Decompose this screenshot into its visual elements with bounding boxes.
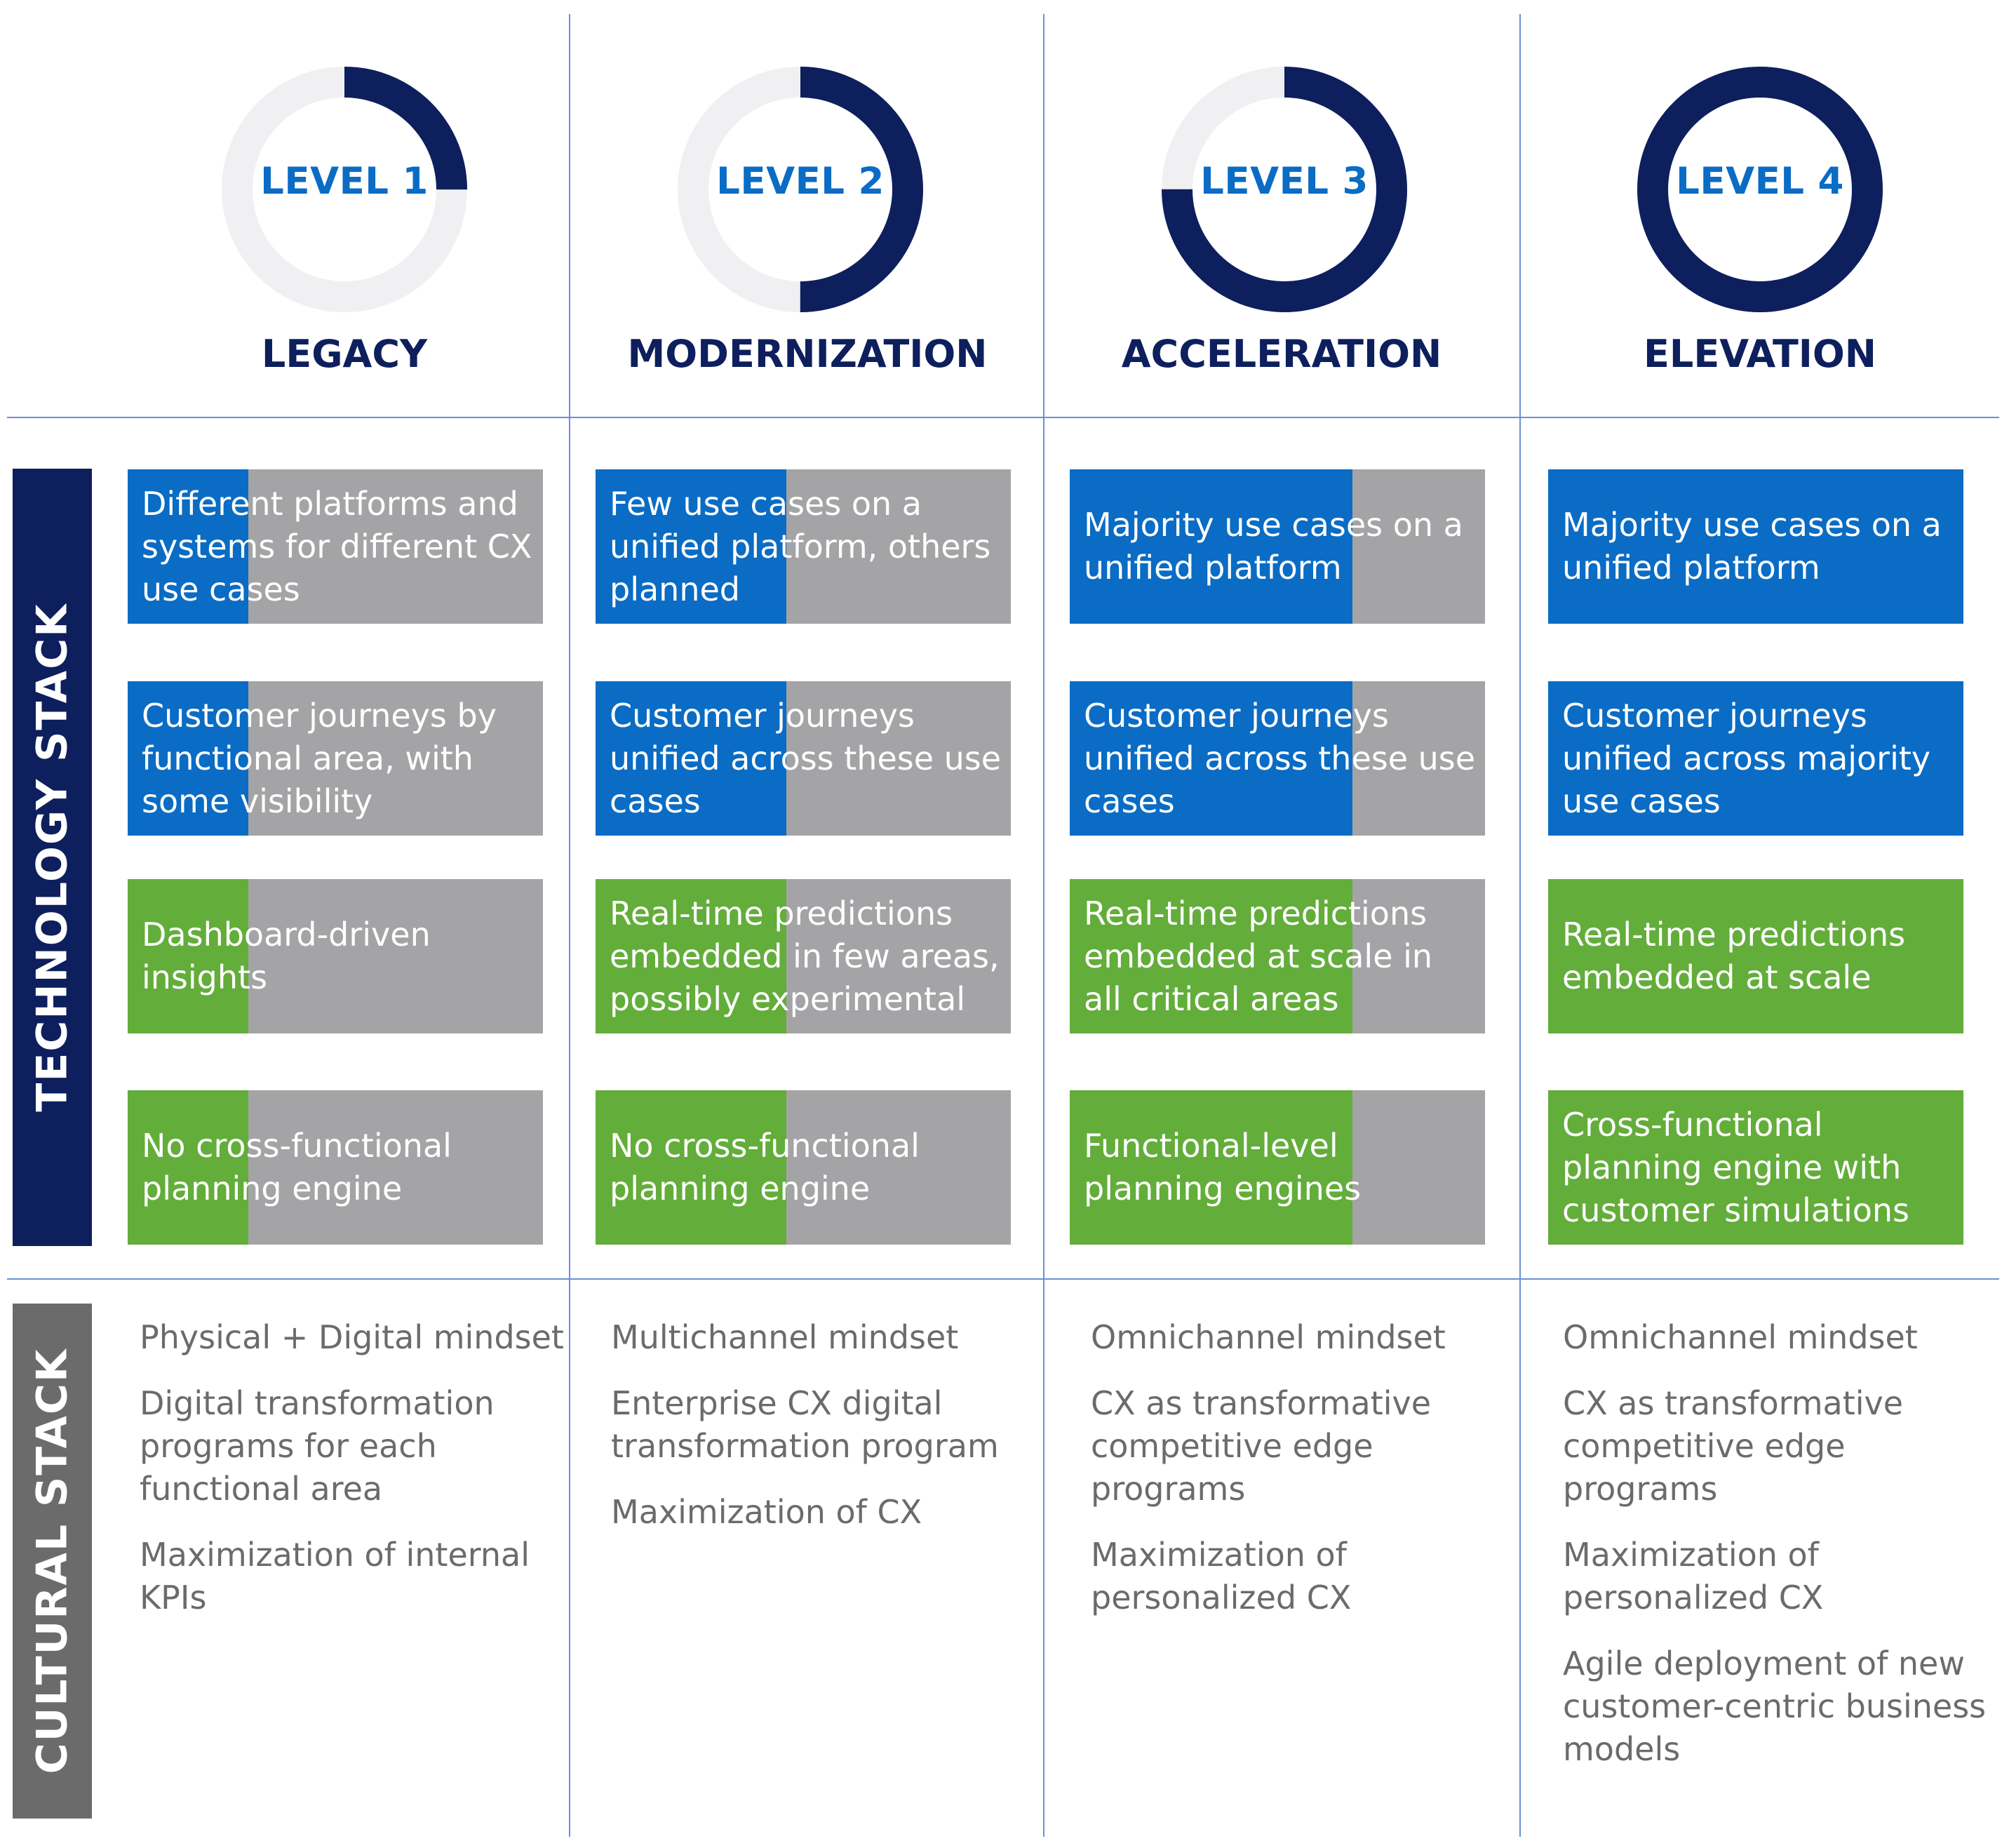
- ring-progress-arc: [678, 67, 923, 312]
- tech-box-text: Cross-functional planning engine with cu…: [1562, 1105, 1909, 1229]
- tech-box-text: Real-time predictions embedded in few ar…: [610, 894, 1000, 1018]
- stage-name-modernization: MODERNIZATION: [627, 332, 988, 376]
- box-progress-fill: [1548, 1090, 1963, 1245]
- box-progress-fill: [1070, 879, 1352, 1033]
- culture-list-2: Multichannel mindset Enterprise CX digit…: [611, 1316, 1039, 1557]
- level-label-1: LEVEL 1: [260, 160, 429, 203]
- tech-box: Functional-level planning engines: [1070, 1090, 1485, 1245]
- tech-box-text: Functional-level planning engines: [1084, 1127, 1362, 1207]
- tech-box: Customer journeys unified across these u…: [1070, 681, 1485, 836]
- cultural-stack-band: CULTURAL STACK: [13, 1304, 92, 1819]
- box-progress-fill: [128, 681, 248, 836]
- culture-item: CX as transformative competitive edge pr…: [1091, 1384, 1432, 1508]
- culture-item: Omnichannel mindset: [1091, 1318, 1446, 1356]
- tech-box: Real-time predictions embedded in few ar…: [596, 879, 1011, 1033]
- progress-ring-2: [678, 67, 923, 312]
- ring-progress-arc: [1637, 67, 1883, 312]
- tech-box: Real-time predictions embedded at scale …: [1070, 879, 1485, 1033]
- culture-item: Maximization of personalized CX: [1091, 1536, 1352, 1616]
- culture-list-4: Omnichannel mindset CX as transformative…: [1563, 1316, 1991, 1794]
- section-divider: [7, 1278, 1999, 1280]
- box-progress-fill: [1070, 1090, 1352, 1245]
- tech-box: Customer journeys by functional area, wi…: [128, 681, 543, 836]
- box-progress-fill: [1548, 879, 1963, 1033]
- tech-box-text: Real-time predictions embedded at scale: [1562, 916, 1906, 996]
- technology-stack-label: TECHNOLOGY STACK: [27, 603, 77, 1112]
- box-progress-fill: [128, 879, 248, 1033]
- technology-stack-band: TECHNOLOGY STACK: [13, 469, 92, 1246]
- column-divider: [1519, 14, 1521, 1837]
- ring-progress-arc: [222, 67, 467, 312]
- tech-box-text: Different platforms and systems for diff…: [142, 484, 532, 608]
- tech-box: No cross-functional planning engine: [128, 1090, 543, 1245]
- culture-item: Maximization of personalized CX: [1563, 1536, 1824, 1616]
- tech-box-text: Customer journeys unified across majorit…: [1562, 696, 1931, 820]
- culture-item: Maximization of internal KPIs: [140, 1536, 530, 1616]
- tech-box: No cross-functional planning engine: [596, 1090, 1011, 1245]
- box-progress-fill: [1070, 681, 1352, 836]
- culture-item: Enterprise CX digital transformation pro…: [611, 1384, 999, 1465]
- tech-box-text: Customer journeys unified across these u…: [1084, 696, 1476, 820]
- level-label-4: LEVEL 4: [1676, 160, 1844, 203]
- box-progress-fill: [596, 879, 787, 1033]
- box-progress-fill: [1548, 681, 1963, 836]
- culture-item: CX as transformative competitive edge pr…: [1563, 1384, 1904, 1508]
- tech-box-text: Majority use cases on a unified platform: [1562, 506, 1942, 587]
- column-divider: [1043, 14, 1044, 1837]
- box-progress-fill: [128, 469, 248, 624]
- stage-name-acceleration: ACCELERATION: [1121, 332, 1442, 376]
- box-progress-fill: [1548, 469, 1963, 624]
- ring-progress-arc: [1162, 67, 1407, 312]
- box-progress-fill: [128, 1090, 248, 1245]
- tech-box-text: Dashboard-driven insights: [142, 916, 431, 996]
- tech-box: Majority use cases on a unified platform: [1070, 469, 1485, 624]
- tech-box: Dashboard-driven insights: [128, 879, 543, 1033]
- box-progress-fill: [596, 469, 787, 624]
- progress-ring-4: [1637, 67, 1883, 312]
- tech-box: Cross-functional planning engine with cu…: [1548, 1090, 1963, 1245]
- culture-list-1: Physical + Digital mindset Digital trans…: [140, 1316, 567, 1642]
- box-progress-fill: [596, 681, 787, 836]
- tech-box: Different platforms and systems for diff…: [128, 469, 543, 624]
- progress-ring-3: [1162, 67, 1407, 312]
- culture-list-3: Omnichannel mindset CX as transformative…: [1091, 1316, 1519, 1642]
- tech-box-text: Few use cases on a unified platform, oth…: [610, 484, 991, 608]
- culture-item: Omnichannel mindset: [1563, 1318, 1918, 1356]
- cultural-stack-label: CULTURAL STACK: [27, 1348, 77, 1774]
- tech-box-text: Customer journeys unified across these u…: [610, 696, 1002, 820]
- culture-item: Maximization of CX: [611, 1493, 922, 1531]
- culture-item: Multichannel mindset: [611, 1318, 959, 1356]
- column-divider: [569, 14, 570, 1837]
- tech-box: Few use cases on a unified platform, oth…: [596, 469, 1011, 624]
- culture-item: Digital transformation programs for each…: [140, 1384, 495, 1508]
- level-label-3: LEVEL 3: [1200, 160, 1369, 203]
- tech-box-text: Majority use cases on a unified platform: [1084, 506, 1463, 587]
- box-progress-fill: [596, 1090, 787, 1245]
- tech-box: Customer journeys unified across these u…: [596, 681, 1011, 836]
- stage-name-legacy: LEGACY: [261, 332, 428, 376]
- progress-ring-1: [222, 67, 467, 312]
- tech-box: Customer journeys unified across majorit…: [1548, 681, 1963, 836]
- tech-box-text: Real-time predictions embedded at scale …: [1084, 894, 1433, 1018]
- tech-box: Real-time predictions embedded at scale: [1548, 879, 1963, 1033]
- tech-box-text: Customer journeys by functional area, wi…: [142, 696, 497, 820]
- culture-item: Physical + Digital mindset: [140, 1318, 564, 1356]
- tech-box: Majority use cases on a unified platform: [1548, 469, 1963, 624]
- level-label-2: LEVEL 2: [716, 160, 885, 203]
- culture-item: Agile deployment of new customer-centric…: [1563, 1645, 1987, 1768]
- tech-box-text: No cross-functional planning engine: [610, 1127, 920, 1207]
- stage-name-elevation: ELEVATION: [1644, 332, 1876, 376]
- tech-box-text: No cross-functional planning engine: [142, 1127, 452, 1207]
- header-divider: [7, 417, 1999, 418]
- box-progress-fill: [1070, 469, 1352, 624]
